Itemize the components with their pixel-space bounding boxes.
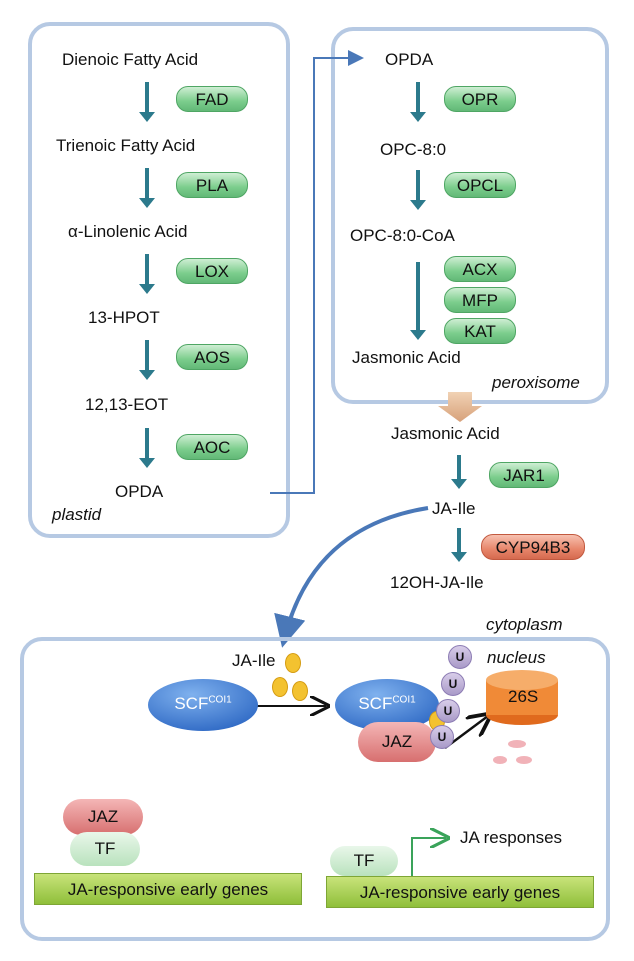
gene-bar-repressed: JA-responsive early genes	[34, 873, 302, 905]
compound-12oh-ja-ile: 12OH-JA-Ile	[390, 573, 484, 592]
scf-coi1-free-label: SCFCOI1	[174, 694, 232, 713]
jaz-repressor: JAZ	[63, 799, 143, 835]
compound-jasmonic-acid-cytoplasm: Jasmonic Acid	[391, 424, 500, 443]
enzyme-mfp: MFP	[444, 287, 516, 313]
nucleus-label: nucleus	[487, 648, 546, 667]
arrow-down	[139, 428, 155, 468]
ja-ile-molecule	[292, 681, 308, 701]
compound-alpha-linolenic-acid: α-Linolenic Acid	[68, 222, 188, 241]
enzyme-aoc: AOC	[176, 434, 248, 460]
compound-dienoic-fatty-acid: Dienoic Fatty Acid	[62, 50, 199, 69]
enzyme-kat: KAT	[444, 318, 516, 344]
ja-ile-molecule	[272, 677, 288, 697]
ja-ile-nucleus: JA-Ile	[232, 651, 276, 670]
arrow-down	[139, 254, 155, 294]
ja-ile-molecule	[285, 653, 301, 673]
arrow-down	[410, 262, 426, 340]
arrow-down	[139, 340, 155, 380]
enzyme-pla: PLA	[176, 172, 248, 198]
ja-responses-label: JA responses	[460, 828, 563, 847]
proteasome-26s-label: 26S	[508, 687, 539, 706]
ubiquitin: U	[448, 645, 472, 669]
tf-repressed: TF	[70, 832, 140, 866]
plastid-compartment	[28, 22, 290, 538]
compound-trienoic-fatty-acid: Trienoic Fatty Acid	[56, 136, 196, 155]
compound-opc-8-0-coa: OPC-8:0-CoA	[350, 226, 455, 245]
enzyme-acx: ACX	[444, 256, 516, 282]
peroxisome-label: peroxisome	[492, 373, 580, 392]
arrow-down	[410, 170, 426, 210]
enzyme-jar1: JAR1	[489, 462, 559, 488]
arrow-down	[451, 528, 467, 562]
enzyme-lox: LOX	[176, 258, 248, 284]
gene-bar-active: JA-responsive early genes	[326, 876, 594, 908]
compound-12-13-eot: 12,13-EOT	[85, 395, 169, 414]
enzyme-aos: AOS	[176, 344, 248, 370]
enzyme-fad: FAD	[176, 86, 248, 112]
enzyme-opr: OPR	[444, 86, 516, 112]
arrow-down	[139, 82, 155, 122]
compound-opc-8-0: OPC-8:0	[380, 140, 447, 159]
enzyme-opcl: OPCL	[444, 172, 516, 198]
scf-coi1-bound-label: SCFCOI1	[358, 694, 416, 713]
enzyme-cyp94b3: CYP94B3	[481, 534, 585, 560]
ubiquitin: U	[430, 725, 454, 749]
compound-ja-ile-cytoplasm: JA-Ile	[432, 499, 476, 518]
compound-opda-peroxisome: OPDA	[385, 50, 434, 69]
compound-13-hpot: 13-HPOT	[88, 308, 160, 327]
compound-jasmonic-acid-peroxisome: Jasmonic Acid	[352, 348, 461, 367]
tf-active: TF	[330, 846, 398, 876]
plastid-label: plastid	[52, 505, 102, 524]
compound-opda-plastid: OPDA	[115, 482, 164, 501]
arrow-down	[410, 82, 426, 122]
arrow-down	[139, 168, 155, 208]
cytoplasm-label: cytoplasm	[486, 615, 563, 634]
ubiquitin: U	[436, 699, 460, 723]
ubiquitin: U	[441, 672, 465, 696]
nucleus-compartment	[20, 637, 610, 941]
jaz-bound: JAZ	[358, 722, 436, 762]
arrow-down	[451, 455, 467, 489]
